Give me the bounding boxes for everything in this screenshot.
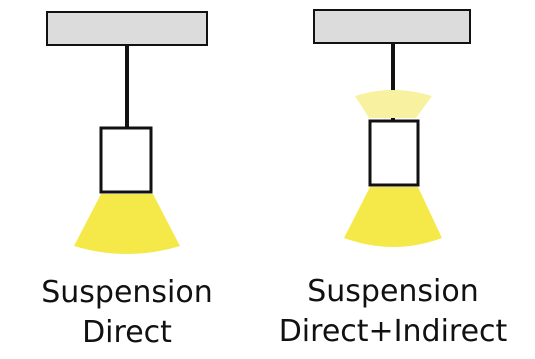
- fixture-label-line1: Suspension: [307, 274, 479, 309]
- fixture-label-line1: Suspension: [41, 275, 213, 310]
- uplight-beam: [355, 90, 432, 118]
- downlight-beam: [344, 187, 442, 247]
- luminaire-body: [99, 126, 153, 194]
- ceiling-canopy: [313, 9, 471, 44]
- fixture-label-line2: Direct+Indirect: [279, 314, 508, 349]
- downlight-beam: [74, 194, 180, 254]
- luminaire-body: [368, 119, 420, 187]
- fixture-suspension-direct: Suspension Direct: [41, 11, 213, 350]
- ceiling-canopy: [46, 11, 208, 46]
- fixture-suspension-direct-indirect: Suspension Direct+Indirect: [279, 9, 508, 349]
- fixture-label-line2: Direct: [82, 315, 172, 350]
